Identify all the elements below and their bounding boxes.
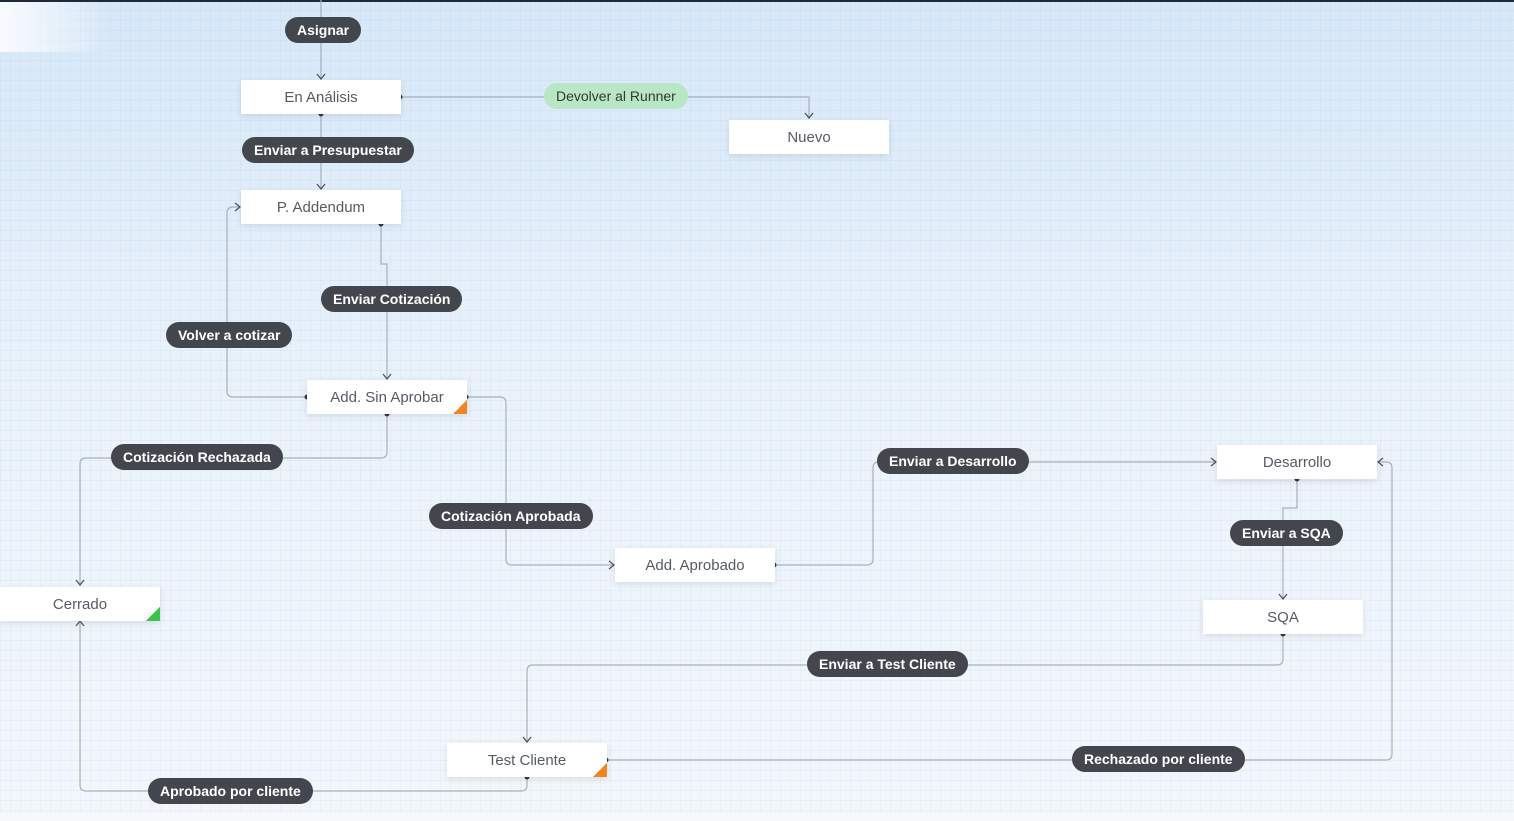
state-label: Add. Sin Aprobar [330,388,444,406]
status-flag-orange [453,400,467,414]
state-label: Desarrollo [1262,453,1332,471]
state-label: En Análisis [284,88,358,106]
edge-rechazado-cliente [606,461,1393,761]
top-border [0,0,1514,2]
arrowhead-p-addendum-left [234,202,241,212]
edge-devolver-runner [400,96,810,117]
arrowhead-sqa [1278,593,1288,600]
state-en-analisis[interactable]: En Análisis [241,80,401,114]
transition-cotizacion-aprobada[interactable]: Cotización Aprobada [429,503,593,529]
state-label: Add. Aprobado [645,556,745,574]
arrowhead-add-aprobado [608,560,615,570]
transition-volver-a-cotizar[interactable]: Volver a cotizar [166,322,293,348]
state-cerrado[interactable]: Cerrado [0,587,160,621]
transition-rechazado-por-cliente[interactable]: Rechazado por cliente [1072,746,1245,772]
state-add-aprobado[interactable]: Add. Aprobado [615,548,775,582]
state-label: P. Addendum [276,198,366,216]
state-nuevo[interactable]: Nuevo [729,120,889,154]
transition-enviar-cotizacion[interactable]: Enviar Cotización [321,286,463,312]
arrowhead-nuevo [804,112,814,119]
state-label: Nuevo [787,128,831,146]
state-p-addendum[interactable]: P. Addendum [241,190,401,224]
state-label: SQA [1267,608,1299,626]
state-add-sin-aprobar[interactable]: Add. Sin Aprobar [307,380,467,414]
panel-glow [0,2,110,52]
status-flag-green [146,607,160,621]
transition-asignar[interactable]: Asignar [285,17,362,43]
transition-cotizacion-rechazada[interactable]: Cotización Rechazada [111,444,283,470]
edge-enviar-cotizacion [380,224,388,378]
edge-cotizacion-rechazada [79,414,388,584]
transition-enviar-a-desarrollo[interactable]: Enviar a Desarrollo [877,448,1029,474]
edge-volver-cotizar [226,206,307,398]
edge-cotizacion-aprobada [466,396,613,566]
bottom-strip [0,813,1514,821]
transition-enviar-a-test-cliente[interactable]: Enviar a Test Cliente [807,651,968,677]
state-desarrollo[interactable]: Desarrollo [1217,445,1377,479]
status-flag-orange [593,763,607,777]
state-sqa[interactable]: SQA [1203,600,1363,634]
arrowhead-add-sin-aprobar [382,373,392,380]
edge-enviar-desarrollo [774,461,1215,566]
transition-enviar-a-presupuestar[interactable]: Enviar a Presupuestar [242,137,414,163]
arrowhead-desarrollo-right [1377,457,1384,467]
state-test-cliente[interactable]: Test Cliente [447,743,607,777]
state-label: Test Cliente [487,751,567,769]
arrowhead-cerrado-bottom [75,620,85,627]
arrowhead-cerrado-top [75,579,85,586]
arrowhead-p-addendum-top [316,183,326,190]
transition-aprobado-por-cliente[interactable]: Aprobado por cliente [148,778,313,804]
state-label: Cerrado [52,595,108,613]
transition-enviar-a-sqa[interactable]: Enviar a SQA [1230,520,1343,546]
edge-enviar-sqa [1282,479,1298,598]
transition-devolver-al-runner[interactable]: Devolver al Runner [544,83,688,109]
arrowhead-en-analisis [316,73,326,80]
arrowhead-test-cliente [522,736,532,743]
arrowhead-desarrollo-left [1210,457,1217,467]
